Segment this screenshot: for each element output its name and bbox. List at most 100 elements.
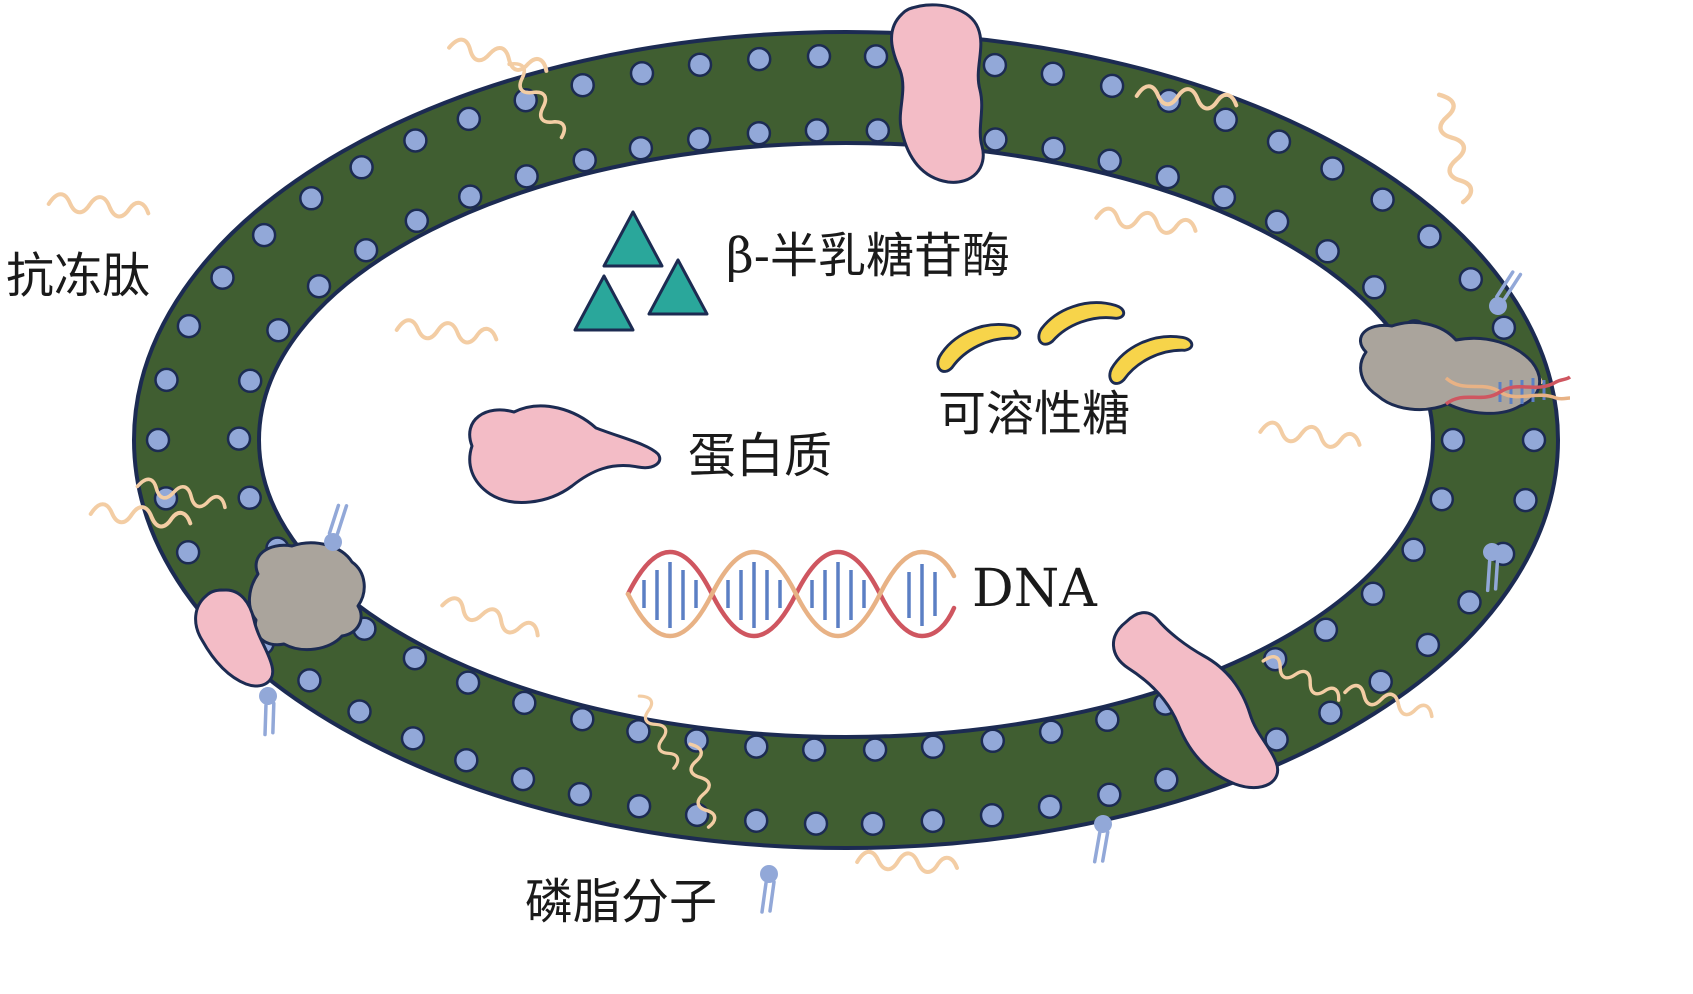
- phospholipid-head-dot: [746, 46, 772, 72]
- phospholipid-head-dot: [980, 728, 1006, 754]
- phospholipid-head-dot: [687, 52, 713, 77]
- phospholipid-head-dot: [1155, 164, 1180, 190]
- phospholipid-head-dot: [154, 367, 179, 393]
- phospholipid-head-dot: [862, 737, 888, 762]
- phospholipid-head-dot: [1213, 107, 1238, 133]
- phospholipid-head-dot: [1037, 794, 1063, 819]
- phospholipid-head-dot: [210, 265, 235, 290]
- phospholipid-head-dot: [226, 426, 252, 451]
- phospholipid-head-dot: [251, 222, 277, 248]
- transmembrane-protein-bottom-right: [1112, 611, 1280, 790]
- phospholipid-head-dot: [1370, 187, 1395, 212]
- phospholipid-head-dot: [1320, 156, 1345, 181]
- phospholipid-head-dot: [1040, 61, 1066, 87]
- beta-galactosidase-triangle-icon: [647, 258, 709, 316]
- phospholipid-molecule-icon: [758, 863, 780, 914]
- phospholipid-head-dot: [628, 135, 654, 161]
- label-protein: 蛋白质: [688, 428, 832, 484]
- phospholipid-head-dot: [454, 747, 479, 773]
- phospholipid-head-dot: [1415, 632, 1441, 658]
- phospholipid-head-dot: [347, 699, 372, 724]
- phospholipid-head-dot: [686, 126, 712, 152]
- phospholipid-molecule-icon: [256, 684, 283, 737]
- phospholipid-head-dot: [744, 734, 769, 759]
- phospholipid-head-dot: [1264, 209, 1290, 235]
- phospholipid-head-dot: [1318, 700, 1343, 725]
- phospholipid-head-dot: [1360, 581, 1386, 607]
- phospholipid-head-dot: [1417, 224, 1442, 249]
- phospholipid-head-dot: [1038, 719, 1064, 745]
- phospholipid-head-dot: [1440, 427, 1466, 453]
- phospholipid-head-dot: [803, 811, 829, 836]
- phospholipid-head-dot: [237, 485, 262, 511]
- phospholipid-head-dot: [979, 803, 1005, 828]
- antifreeze-peptide-squiggle: [1434, 92, 1475, 204]
- phospholipid-head-dot: [353, 237, 379, 263]
- phospholipid-head-dot: [297, 668, 322, 693]
- label-dna: DNA: [972, 559, 1098, 619]
- phospholipid-head-dot: [806, 44, 832, 69]
- phospholipid-head-dot: [400, 726, 426, 751]
- phospholipid-head-dot: [567, 781, 593, 807]
- beta-galactosidase-triangle-icon: [602, 210, 664, 268]
- phospholipid-head-dot: [145, 427, 171, 453]
- phospholipid-head-dot: [266, 317, 291, 343]
- dna-strand-tan: [1444, 376, 1571, 401]
- phospholipid-head-dot: [402, 645, 428, 671]
- membrane-ring-inner: [257, 141, 1435, 739]
- protein-blob: [468, 404, 662, 504]
- phospholipid-head-dot: [237, 368, 263, 394]
- label-soluble-sugar: 可溶性糖: [938, 386, 1130, 442]
- dna-strand-red: [1444, 375, 1572, 406]
- phospholipid-head-dot: [863, 44, 889, 69]
- phospholipid-head-dot: [920, 734, 946, 760]
- phospholipid-head-dot: [1457, 590, 1482, 615]
- phospholipid-head-dot: [457, 184, 483, 209]
- phospholipid-head-dot: [1154, 767, 1179, 793]
- phospholipid-head-dot: [860, 811, 886, 836]
- phospholipid-head-dot: [1513, 487, 1538, 513]
- phospholipid-head-dot: [349, 155, 374, 180]
- phospholipid-head-dot: [1099, 73, 1125, 99]
- phospholipid-head-dot: [1491, 315, 1517, 340]
- phospholipid-head-dot: [1458, 266, 1484, 292]
- phospholipid-head-dot: [514, 164, 539, 189]
- phospholipid-head-dot: [920, 808, 946, 834]
- phospholipid-head-dot: [570, 706, 595, 732]
- dna-fragment-right: [1444, 375, 1572, 406]
- dna-strand-tan: [625, 549, 957, 639]
- label-antifreeze-peptide: 抗冻肽: [6, 248, 150, 304]
- phospholipid-head-dot: [626, 719, 651, 744]
- phospholipid-head-dot: [1211, 185, 1237, 210]
- phospholipid-head-dot: [982, 52, 1008, 78]
- phospholipid-head-dot: [626, 793, 652, 819]
- phospholipid-head-dot: [403, 128, 428, 153]
- phospholipid-head-dot: [1156, 88, 1182, 114]
- phospholipid-head-dot: [404, 208, 430, 234]
- phospholipid-head-dot: [1315, 239, 1340, 264]
- phospholipid-head-dot: [1266, 129, 1292, 154]
- phospholipid-head-dot: [510, 766, 536, 792]
- phospholipid-head-dot: [684, 802, 710, 828]
- phospholipid-head-dot: [513, 87, 538, 113]
- phospholipid-head-dot: [1097, 148, 1122, 174]
- antifreeze-peptide-squiggle: [445, 33, 552, 79]
- beta-galactosidase-triangle-icon: [573, 274, 635, 332]
- transmembrane-protein-top: [890, 3, 985, 184]
- phospholipid-head-dot: [1401, 537, 1426, 563]
- transmembrane-protein-left: [194, 588, 275, 688]
- phospholipid-head-dot: [1041, 136, 1066, 161]
- phospholipid-head-dot: [865, 118, 891, 143]
- diagram-labels: 抗冻肽 β-半乳糖苷酶 可溶性糖 蛋白质 DNA 磷脂分子: [6, 228, 1130, 930]
- phospholipid-head-dot: [299, 186, 324, 211]
- phospholipid-head-dot: [512, 690, 537, 716]
- phospholipid-head-dot: [306, 273, 332, 299]
- phospholipid-head-dot: [1264, 727, 1289, 752]
- label-beta-galactosidase: β-半乳糖苷酶: [726, 228, 1010, 284]
- phospholipid-head-dot: [801, 737, 827, 762]
- antifreeze-peptide-squiggle: [46, 189, 152, 222]
- membrane-channel-left-gray: [248, 541, 366, 651]
- phospholipid-head-dot: [176, 313, 202, 339]
